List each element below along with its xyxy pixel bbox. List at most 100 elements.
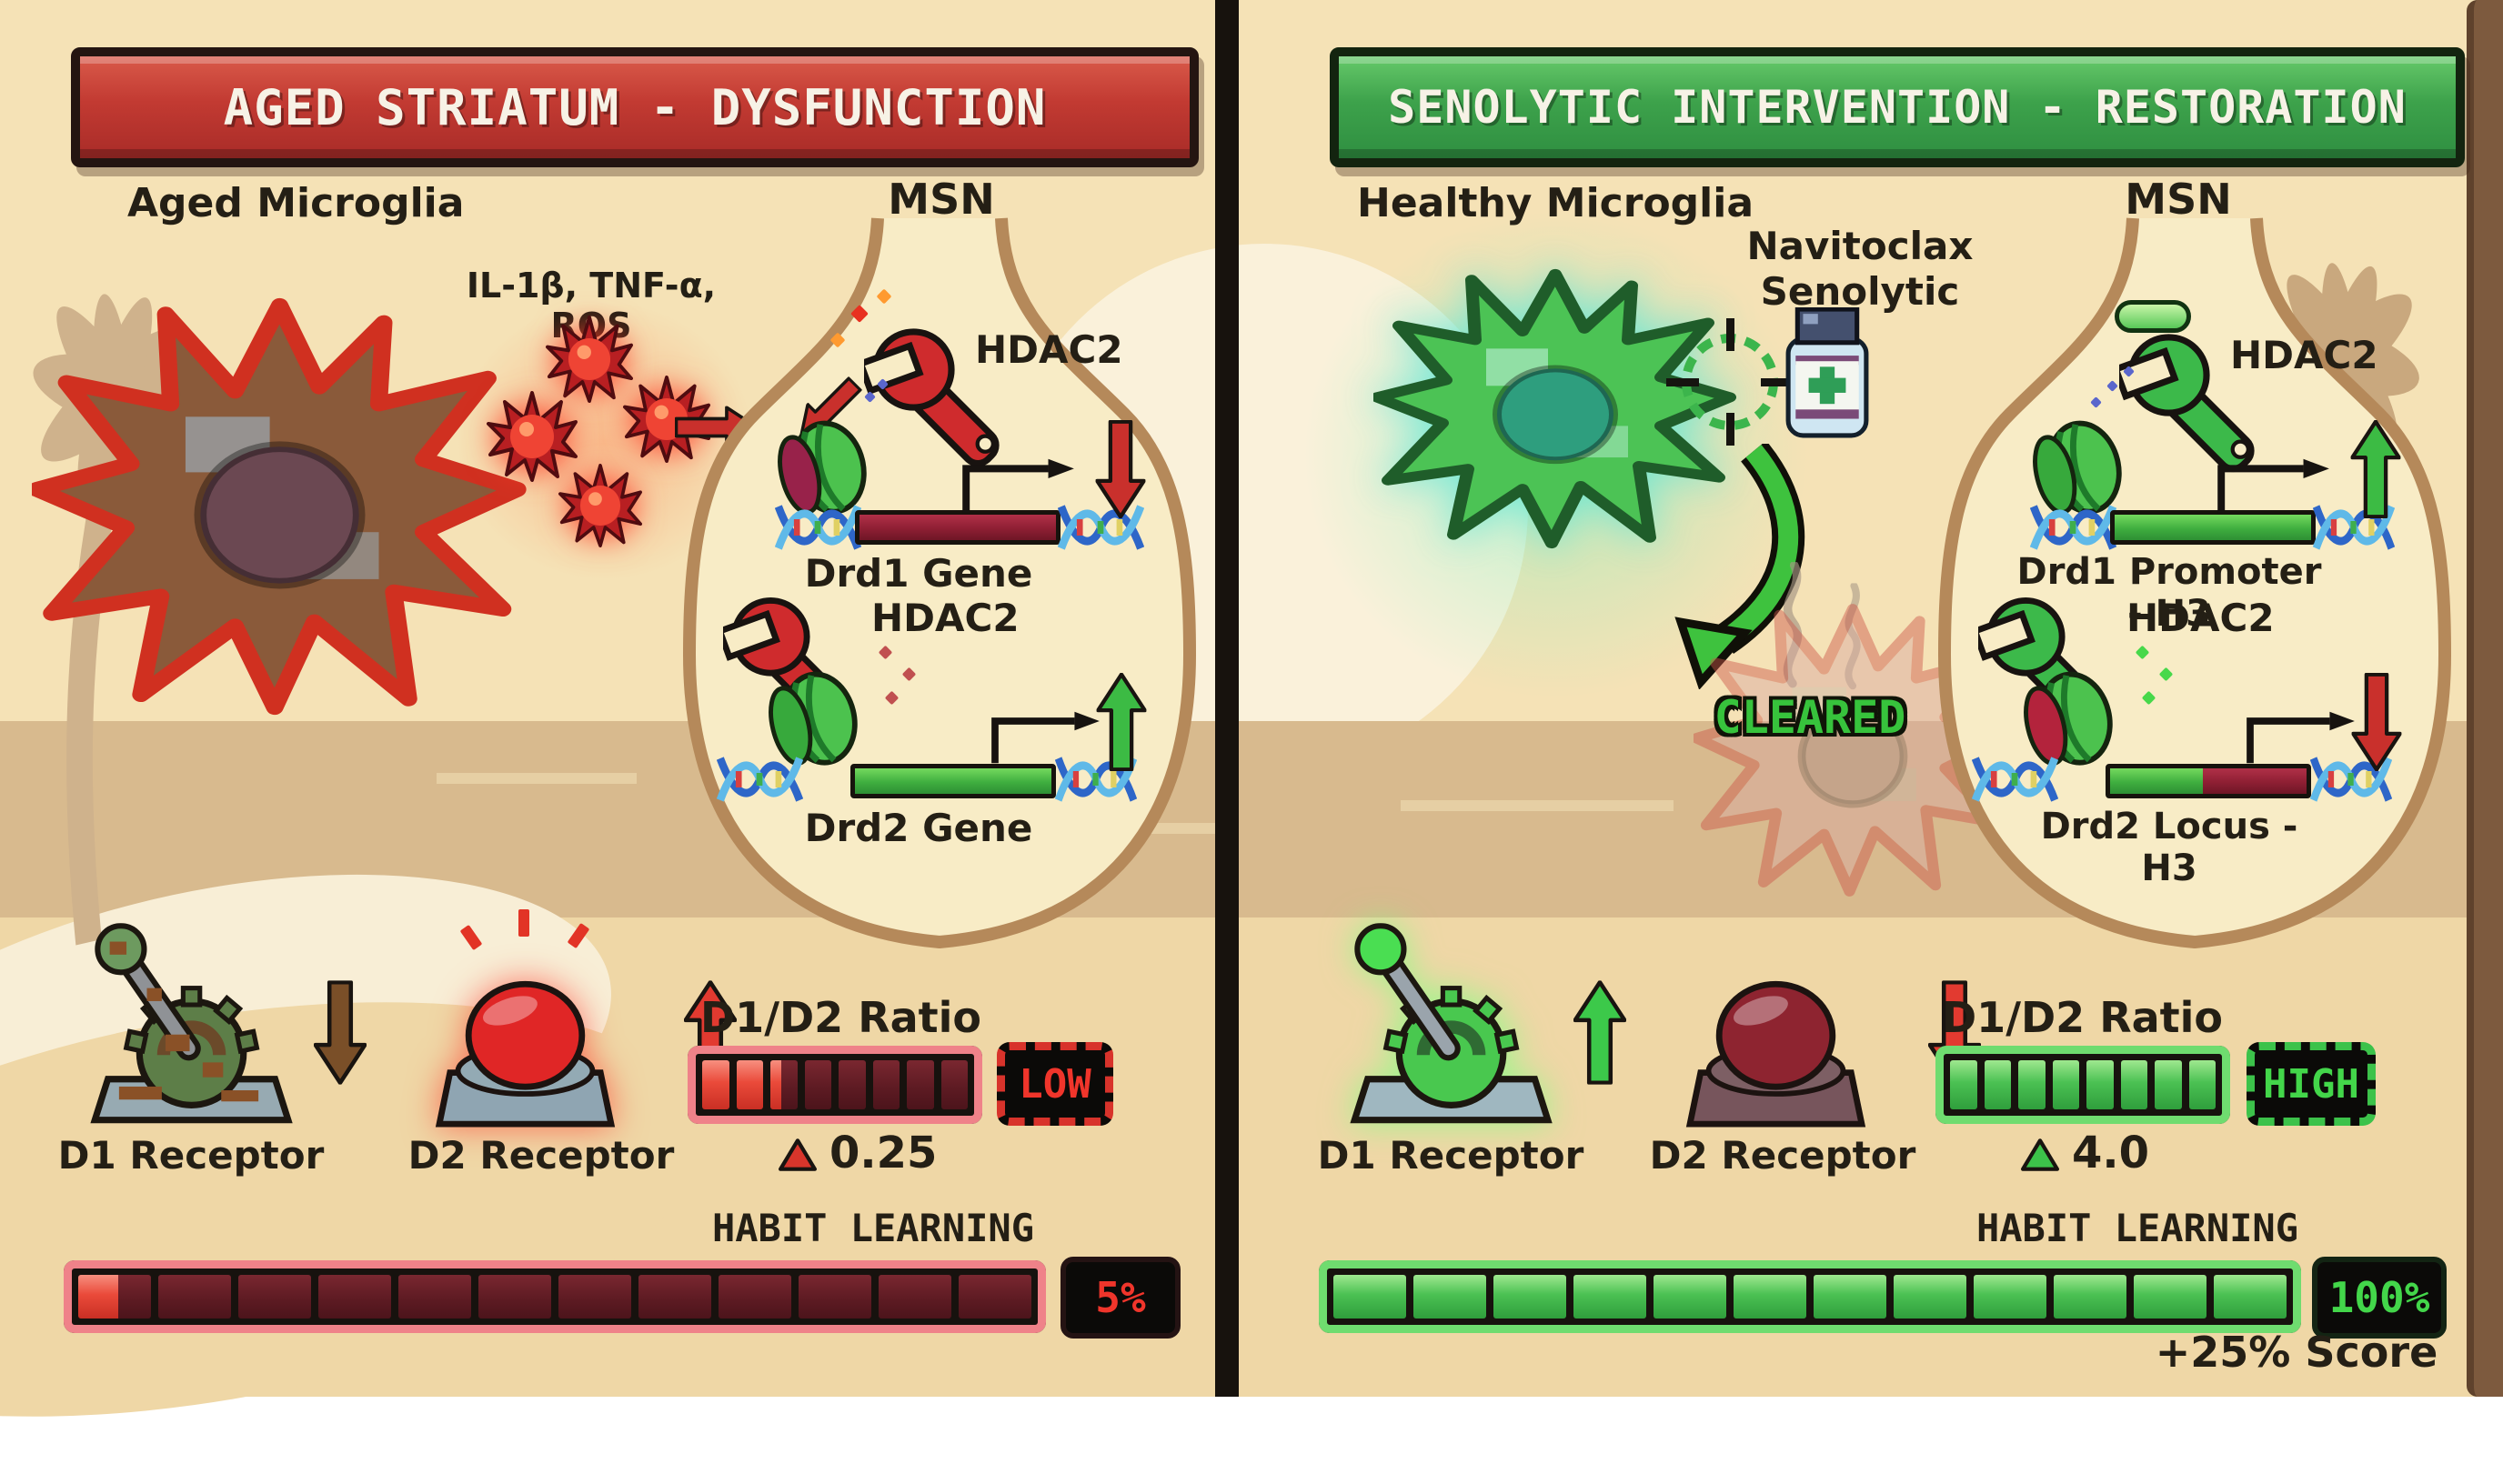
expression-down-arrow-icon [2351,673,2402,771]
bar-segment [398,1275,471,1319]
left-header-title: AGED STRIATUM - DYSFUNCTION [223,78,1047,136]
bar-segment [1894,1275,1966,1319]
right-ratio-bar [1935,1046,2230,1124]
bar-segment [558,1275,631,1319]
bar-segment [478,1275,551,1319]
right-drd2-enzyme-label: HDAC2 [2126,596,2275,640]
right-habit-bar [1319,1260,2301,1333]
bar-segment [940,1060,968,1109]
left-drd2-enzyme-label: HDAC2 [871,596,1020,640]
left-drd1-enzyme-label: HDAC2 [975,327,1123,372]
right-ratio-value: 4.0 [2072,1128,2150,1178]
bar-segment [1974,1275,2046,1319]
bar-segment [770,1060,798,1109]
bar-segment [2052,1060,2079,1109]
bar-segment [702,1060,729,1109]
bar-segment [804,1060,831,1109]
bar-segment [1493,1275,1566,1319]
senolytic-vial-icon [1784,307,1870,439]
bar-segment [839,1060,866,1109]
button-ray [518,909,529,937]
drd1-gene-bar-repressed [855,510,1061,545]
d1-down-arrow-icon [314,980,367,1085]
aged-microglia-label: Aged Microglia [127,180,465,226]
d1-receptor-lever-icon [1342,923,1555,1128]
bar-segment [2054,1275,2126,1319]
cleared-label: CLEARED [1669,691,1951,744]
right-ratio-status-badge: HIGH [2247,1042,2376,1126]
bar-segment [2018,1060,2046,1109]
left-ratio-value: 0.25 [829,1128,938,1178]
bar-segment [638,1275,711,1319]
left-ratio-status-badge: LOW [997,1042,1113,1126]
left-habit-bar [64,1260,1046,1333]
right-habit-title: HABIT LEARNING [1975,1206,2298,1250]
left-habit-title: HABIT LEARNING [711,1206,1034,1250]
bar-segment [1333,1275,1406,1319]
transcription-arrow-icon [2208,457,2336,514]
transcription-arrow-icon [985,710,1103,765]
dna-icon [775,496,861,559]
drug-label-line2: Senolytic [1760,269,1960,314]
right-header-banner: SENOLYTIC INTERVENTION - RESTORATION [1330,47,2465,167]
bar-segment [879,1275,951,1319]
acetyl-capsule-icon [2115,300,2191,333]
drd2-gene-bar-active [850,764,1056,798]
drd1-gene-bar-active [2110,510,2316,545]
transcription-arrow-icon [953,457,1081,514]
right-ratio-title: D1/D2 Ratio [1942,993,2224,1042]
d2-receptor-button-icon [427,959,623,1128]
right-habit-badge: 100% [2312,1257,2447,1339]
right-ratio-badge-text: HIGH [2263,1060,2359,1108]
bar-segment [719,1275,791,1319]
right-msn-label: MSN [2125,175,2232,224]
right-drd2-gene-label: Drd2 Locus - H3 [2040,806,2298,889]
bar-segment [959,1275,1031,1319]
bar-segment [872,1060,900,1109]
bar-segment [238,1275,311,1319]
cytokine-orb-icon [546,316,633,403]
bar-segment [78,1275,151,1319]
drd2-bar-repressed-half [2202,768,2307,794]
cleared-text: CLEARED [1714,691,1906,744]
d1-up-arrow-icon [1573,980,1626,1085]
panel-divider [1215,0,1239,1397]
bar-segment [2214,1275,2287,1319]
left-drd1-gene-label: Drd1 Gene [804,551,1033,596]
left-habit-badge: 5% [1061,1257,1181,1339]
bar-segment [1573,1275,1646,1319]
clearance-arrow-icon [1674,444,1805,689]
bar-segment [907,1060,934,1109]
aged-microglia-icon [32,293,528,720]
bar-segment [2188,1060,2216,1109]
bar-segment [318,1275,391,1319]
expression-up-arrow-icon [2350,420,2401,518]
left-drd2-gene-label: Drd2 Gene [804,806,1033,850]
left-ratio-bar [688,1046,982,1124]
bar-segment [736,1060,763,1109]
bar-segment [2134,1275,2206,1319]
left-ratio-badge-text: LOW [1019,1060,1091,1108]
right-habit-badge-text: 100% [2328,1273,2430,1322]
sea-streak [437,773,637,784]
left-ratio-title: D1/D2 Ratio [700,993,982,1042]
target-reticle-icon [1666,318,1794,446]
right-drd1-gene-label: Drd1 Promoter - H3 [2016,551,2322,635]
ratio-marker-icon [779,1138,817,1171]
transcription-arrow-icon [2240,710,2358,765]
sea-streak [1401,800,1674,811]
d1-receptor-lever-icon [82,923,296,1128]
d2-receptor-button-icon [1678,959,1874,1128]
right-drd1-enzyme-label: HDAC2 [2230,333,2378,377]
bar-segment [2086,1060,2114,1109]
palm-trunk [2467,0,2503,1397]
bar-segment [799,1275,871,1319]
bar-segment [1413,1275,1486,1319]
right-d1-receptor-label: D1 Receptor [1317,1133,1584,1178]
bar-segment [1814,1275,1886,1319]
dna-icon [717,747,803,811]
drug-label: Navitoclax Senolytic [1719,224,2001,315]
dna-icon [1972,747,2058,811]
score-note: +25% Score [2155,1328,2438,1377]
